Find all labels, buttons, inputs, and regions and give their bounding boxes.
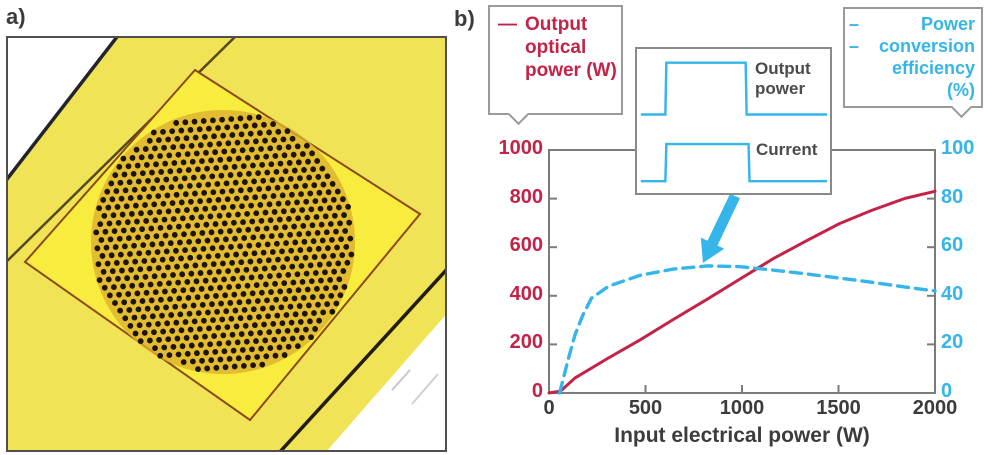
y-right-tick-label: 40 [941, 282, 964, 305]
x-tick-label: 500 [628, 397, 663, 419]
x-tick-label: 2000 [912, 397, 958, 419]
panel-a: a) [0, 0, 450, 455]
y-right-tick-label: 100 [941, 137, 975, 159]
y-left-tick-label: 600 [509, 234, 543, 257]
y-right-tick-label: 60 [941, 234, 964, 257]
legend-line-key-red: — [498, 14, 517, 35]
y-left-tick-label: 400 [509, 282, 543, 305]
chip-groove-line [8, 38, 236, 262]
y-left-tick-label: 0 [531, 380, 543, 402]
panel-b: b) — Output optical power (W) – – Power … [450, 0, 1000, 455]
panel-b-label: b) [454, 6, 475, 31]
x-tick-label: 1500 [816, 397, 861, 419]
photo-corner-bottom-right [327, 315, 445, 450]
x-tick-label: 0 [543, 397, 555, 419]
inset-oscilloscope: Output power Current [635, 47, 832, 195]
panel-a-label: a) [6, 4, 26, 29]
y-right-tick-label: 80 [941, 185, 964, 208]
legend-dash-key-cyan: – – [849, 14, 861, 56]
legend-output-power-label: Output optical power (W) [525, 14, 617, 81]
chip-edge-line-top [8, 38, 119, 181]
photo-watermark [391, 369, 411, 391]
inset-pointer-arrow [700, 194, 740, 263]
y-right-tick-label: 0 [941, 380, 953, 402]
x-tick-label: 1000 [719, 397, 765, 419]
hole-array [93, 114, 355, 372]
legend-output-power: — Output optical power (W) [488, 5, 623, 126]
vcsel-chip-image [8, 38, 445, 450]
y-left-tick-label: 200 [509, 331, 543, 354]
y-left-tick-label: 1000 [498, 137, 544, 159]
pulse-traces [640, 61, 828, 183]
chip-edge-line-bottom [279, 268, 445, 450]
chip-photo [6, 36, 447, 452]
x-axis-title: Input electrical power (W) [614, 424, 870, 447]
inset-output-power-label: Output power [755, 59, 811, 98]
y-right-tick-label: 20 [941, 331, 964, 354]
y-left-tick-label: 800 [509, 185, 543, 208]
legend-efficiency: – – Power conversion efficiency (%) [843, 7, 983, 119]
photo-watermark [411, 373, 439, 405]
lipower-chart [547, 149, 937, 395]
inset-current-label: Current [756, 140, 818, 159]
legend-efficiency-label: Power conversion efficiency (%) [878, 14, 975, 100]
